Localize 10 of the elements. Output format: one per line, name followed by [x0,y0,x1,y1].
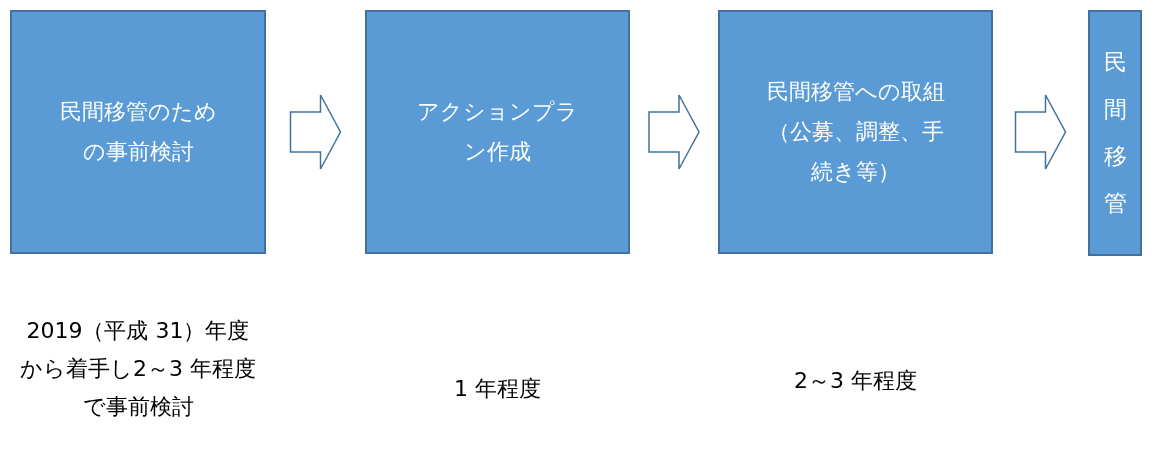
duration-note: 2～3 年程度 [793,367,918,395]
duration-note: 2019（平成 31）年度から着手し2～3 年程度で事前検討 [19,317,257,421]
process-box: 民間移管のための事前検討 [10,10,266,254]
block-arrow [648,94,700,170]
duration-note: 1 年程度 [453,375,542,403]
block-arrow [1014,94,1067,170]
process-box: 民間移管への取組（公募、調整、手続き等） [718,10,993,254]
process-box: 民間移管 [1088,10,1142,256]
process-box: アクションプラン作成 [365,10,630,254]
block-arrow [289,94,342,170]
